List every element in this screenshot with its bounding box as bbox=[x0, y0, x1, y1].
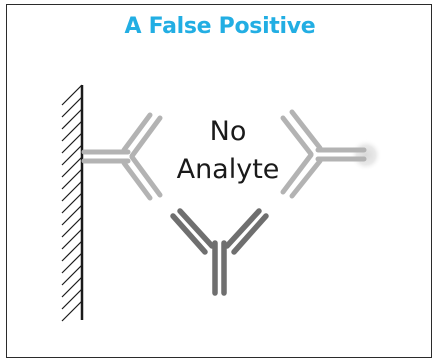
bridging-antibody-center bbox=[170, 208, 269, 296]
analyte-label: Analyte bbox=[177, 154, 280, 185]
figure-frame bbox=[6, 4, 432, 358]
detection-antibody-right bbox=[280, 109, 367, 199]
glow-spot bbox=[350, 139, 382, 171]
figure-title: A False Positive bbox=[124, 14, 316, 39]
surface-wall bbox=[61, 84, 84, 322]
no-label: No bbox=[210, 116, 247, 147]
capture-antibody-left bbox=[81, 112, 163, 201]
